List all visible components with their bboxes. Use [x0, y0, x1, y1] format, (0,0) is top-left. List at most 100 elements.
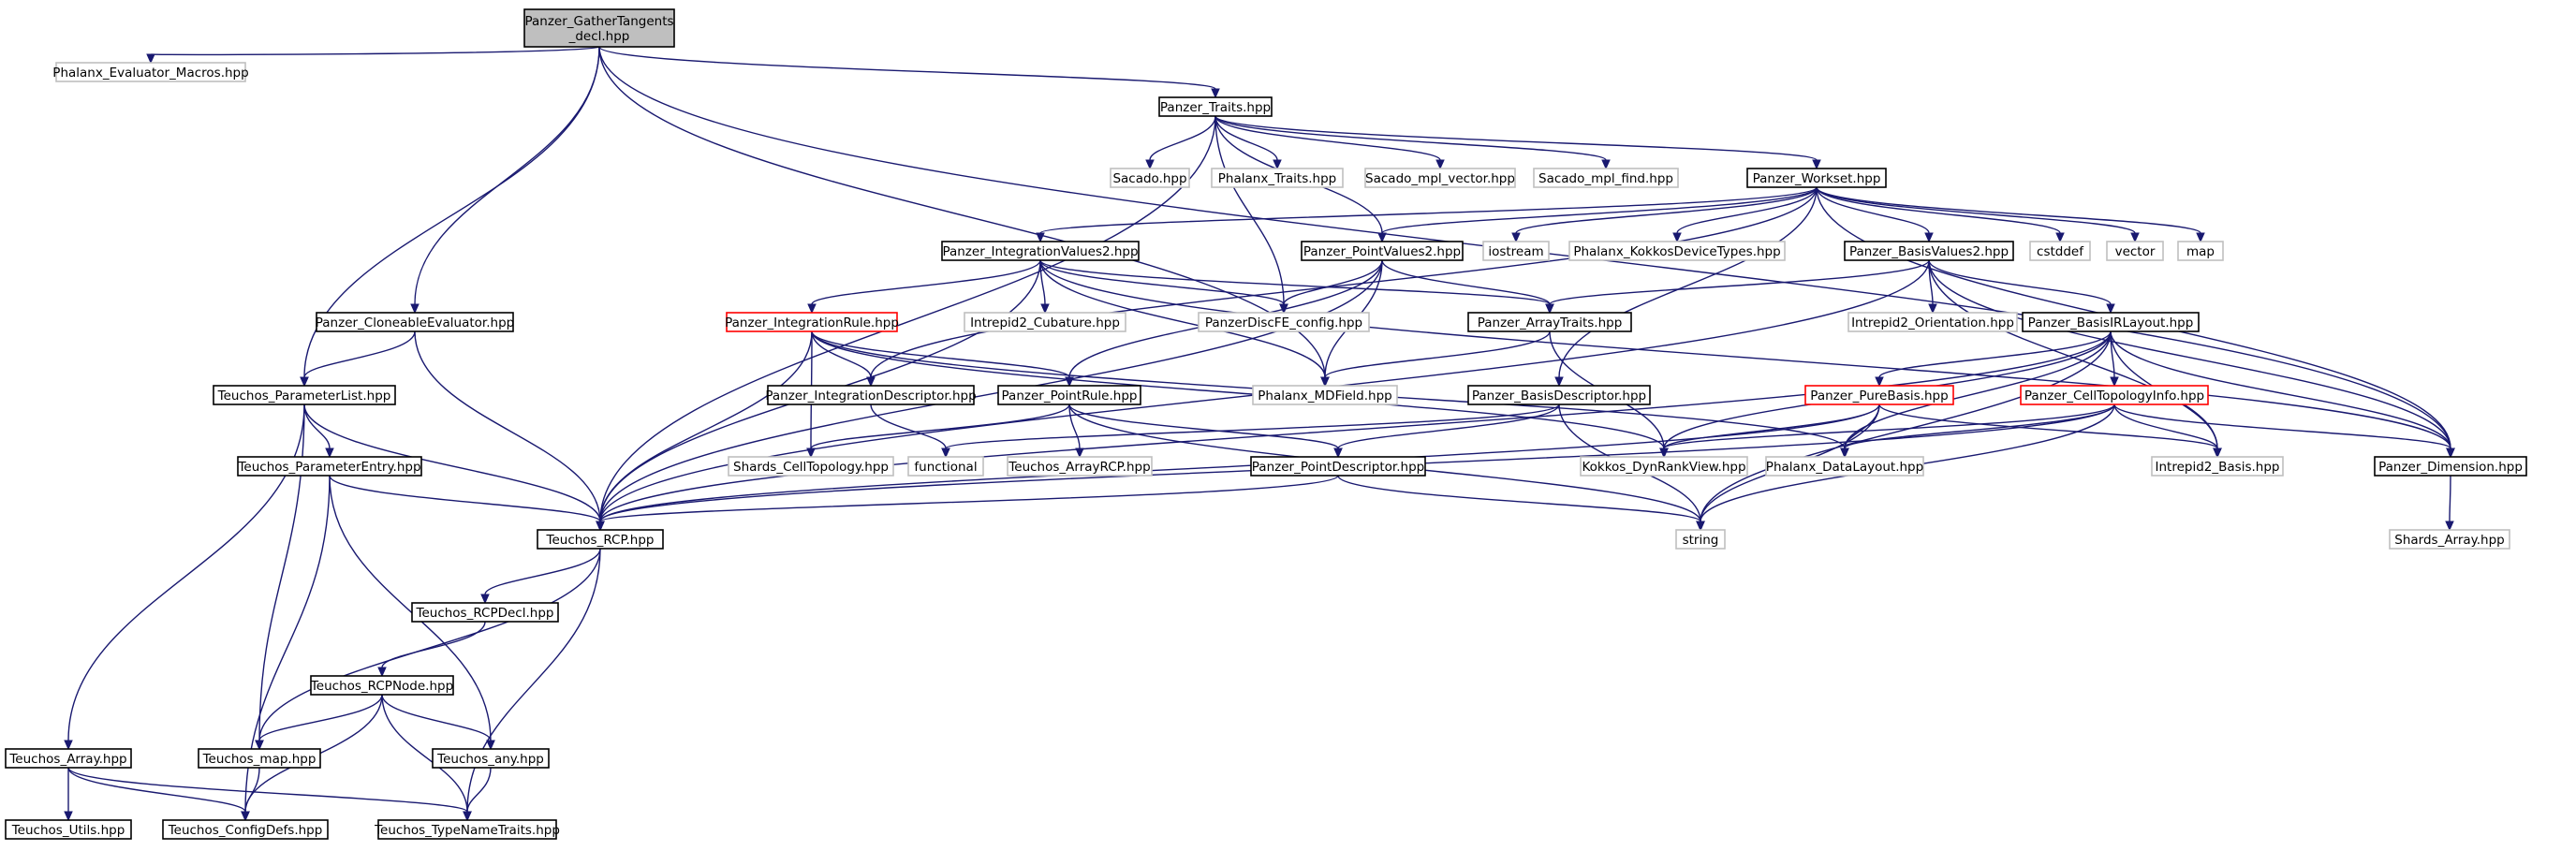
node-panzer_traits[interactable]: Panzer_Traits.hpp — [1158, 96, 1273, 117]
node-string[interactable]: string — [1675, 529, 1726, 550]
node-phx_traits[interactable]: Phalanx_Traits.hpp — [1211, 168, 1344, 188]
node-kokkos_dynrank[interactable]: Kokkos_DynRankView.hpp — [1580, 456, 1748, 477]
node-panzer_arraytraits[interactable]: Panzer_ArrayTraits.hpp — [1467, 312, 1632, 332]
node-iostream[interactable]: iostream — [1482, 241, 1550, 261]
edge-line — [599, 259, 1383, 522]
edge-panzer_pointdescriptor-to-teuchos_rcp — [596, 475, 1339, 532]
node-panzer_basisdescriptor[interactable]: Panzer_BasisDescriptor.hpp — [1467, 385, 1651, 405]
edge-line — [1068, 403, 1339, 449]
node-vector[interactable]: vector — [2106, 241, 2164, 261]
node-functional[interactable]: functional — [907, 456, 984, 477]
node-shards_celltopo[interactable]: Shards_CellTopology.hpp — [728, 456, 894, 477]
node-phx_eval_macros[interactable]: Phalanx_Evaluator_Macros.hpp — [52, 62, 249, 82]
node-teuchos_any[interactable]: Teuchos_any.hpp — [432, 748, 550, 769]
node-intrepid2_basis[interactable]: Intrepid2_Basis.hpp — [2151, 456, 2284, 477]
edge-line — [599, 330, 813, 522]
node-sacado_mpl_find[interactable]: Sacado_mpl_find.hpp — [1533, 168, 1679, 188]
node-label: Panzer_Dimension.hpp — [2378, 460, 2523, 475]
edge-line — [811, 259, 1041, 305]
arrowhead — [2130, 232, 2140, 243]
node-panzer_introle[interactable]: Panzer_IntegrationRule.hpp — [725, 312, 899, 332]
node-teuchos_utils[interactable]: Teuchos_Utils.hpp — [5, 819, 132, 840]
node-panzer_basisvalues2[interactable]: Panzer_BasisValues2.hpp — [1844, 241, 2014, 261]
node-teuchos_rcpdecl[interactable]: Teuchos_RCPDecl.hpp — [411, 602, 559, 623]
node-box — [1675, 529, 1726, 550]
node-panzer_discfe_config[interactable]: PanzerDiscFE_config.hpp — [1198, 312, 1370, 332]
node-teuchos_paramlist[interactable]: Teuchos_ParameterList.hpp — [213, 385, 396, 405]
node-panzer_pointvalues2[interactable]: Panzer_PointValues2.hpp — [1301, 241, 1464, 261]
edge-line — [1549, 259, 1930, 305]
edge-line — [1214, 115, 1285, 305]
node-panzer_workset[interactable]: Panzer_Workset.hpp — [1746, 168, 1887, 188]
node-label: string — [1683, 533, 1719, 548]
node-map[interactable]: map — [2177, 241, 2224, 261]
node-cstddef[interactable]: cstddef — [2029, 241, 2091, 261]
node-label: Teuchos_ArrayRCP.hpp — [1008, 460, 1150, 475]
node-box — [1110, 168, 1190, 188]
node-box — [55, 62, 246, 82]
node-panzer_purebasis[interactable]: Panzer_PureBasis.hpp — [1804, 385, 1954, 405]
node-box — [726, 312, 898, 332]
node-panzer_pointrule[interactable]: Panzer_PointRule.hpp — [997, 385, 1141, 405]
edge-line — [1149, 115, 1216, 161]
arrowhead — [1320, 376, 1330, 388]
edge-root-to-panzer_traits — [598, 46, 1220, 99]
node-panzer_cloneable[interactable]: Panzer_CloneableEvaluator.hpp — [316, 312, 514, 332]
node-panzer_intvalues2[interactable]: Panzer_IntegrationValues2.hpp — [941, 241, 1140, 261]
node-panzer_basisirlayout[interactable]: Panzer_BasisIRLayout.hpp — [2022, 312, 2200, 332]
node-label: Sacado_mpl_vector.hpp — [1365, 171, 1515, 186]
node-box — [728, 456, 894, 477]
edge-line — [244, 767, 260, 813]
node-teuchos_map[interactable]: Teuchos_map.hpp — [198, 748, 321, 769]
node-sacado[interactable]: Sacado.hpp — [1110, 168, 1190, 188]
node-teuchos_rcpnode[interactable]: Teuchos_RCPNode.hpp — [310, 675, 454, 696]
node-label: Phalanx_MDField.hpp — [1258, 389, 1391, 403]
node-box — [1250, 456, 1426, 477]
node-label: Panzer_BasisIRLayout.hpp — [2028, 315, 2194, 330]
edge-panzer_celltopoinfo-to-phx_datalayout — [1840, 403, 2115, 459]
edge-panzer_basisdescriptor-to-functional — [941, 403, 1560, 459]
arrowhead — [2055, 232, 2065, 243]
arrowhead — [1840, 448, 1849, 459]
edge-line — [329, 475, 492, 741]
edge-line — [599, 115, 1216, 522]
edge-line — [2449, 475, 2451, 522]
node-label: Teuchos_Utils.hpp — [11, 823, 125, 838]
node-shards_array[interactable]: Shards_Array.hpp — [2389, 529, 2510, 550]
node-teuchos_rcp[interactable]: Teuchos_RCP.hpp — [537, 529, 664, 550]
edge-panzer_workset-to-cstddef — [1816, 186, 2065, 243]
edge-line — [870, 186, 1818, 378]
node-teuchos_array[interactable]: Teuchos_Array.hpp — [5, 748, 132, 769]
node-box — [5, 819, 132, 840]
edge-panzer_celltopoinfo-to-intrepid2_basis — [2113, 403, 2222, 459]
edge-panzer_workset-to-iostream — [1511, 186, 1818, 243]
edge-line — [1039, 259, 1285, 305]
edge-line — [466, 767, 492, 813]
node-label: Panzer_GatherTangents — [524, 14, 673, 29]
edge-panzer_basisdescriptor-to-panzer_pointdescriptor — [1333, 403, 1560, 459]
node-box — [1847, 312, 2018, 332]
node-panzer_pointdescriptor[interactable]: Panzer_PointDescriptor.hpp — [1250, 456, 1426, 477]
edge-panzer_workset-to-panzer_pointvalues2 — [1377, 186, 1818, 243]
edge-line — [414, 46, 600, 305]
node-panzer_intdescriptor[interactable]: Panzer_IntegrationDescriptor.hpp — [765, 385, 977, 405]
node-panzer_dimension[interactable]: Panzer_Dimension.hpp — [2374, 456, 2527, 477]
node-teuchos_configdefs[interactable]: Teuchos_ConfigDefs.hpp — [162, 819, 329, 840]
node-sacado_mpl_vector[interactable]: Sacado_mpl_vector.hpp — [1364, 168, 1516, 188]
edge-panzer_pointvalues2-to-panzer_arraytraits — [1381, 259, 1554, 315]
edge-teuchos_any-to-teuchos_typenametraits — [463, 767, 492, 822]
edge-line — [258, 548, 601, 741]
node-phx_kokkos_device[interactable]: Phalanx_KokkosDeviceTypes.hpp — [1568, 241, 1786, 261]
node-label: Panzer_IntegrationRule.hpp — [725, 315, 899, 330]
node-phx_mdfield[interactable]: Phalanx_MDField.hpp — [1252, 385, 1398, 405]
node-phx_datalayout[interactable]: Phalanx_DataLayout.hpp — [1765, 456, 1924, 477]
node-intrepid2_orientation[interactable]: Intrepid2_Orientation.hpp — [1847, 312, 2018, 332]
edge-panzer_pointrule-to-teuchos_arrayrcp — [1068, 403, 1084, 459]
node-root[interactable]: Panzer_GatherTangents_decl.hpp — [523, 8, 675, 48]
node-intrepid2_cubature[interactable]: Intrepid2_Cubature.hpp — [964, 312, 1126, 332]
node-teuchos_typenametraits[interactable]: Teuchos_TypeNameTraits.hpp — [374, 819, 560, 840]
node-label: Panzer_CellTopologyInfo.hpp — [2024, 389, 2204, 403]
node-teuchos_paramentry[interactable]: Teuchos_ParameterEntry.hpp — [237, 456, 422, 477]
node-panzer_celltopoinfo[interactable]: Panzer_CellTopologyInfo.hpp — [2020, 385, 2209, 405]
node-teuchos_arrayrcp[interactable]: Teuchos_ArrayRCP.hpp — [1007, 456, 1153, 477]
